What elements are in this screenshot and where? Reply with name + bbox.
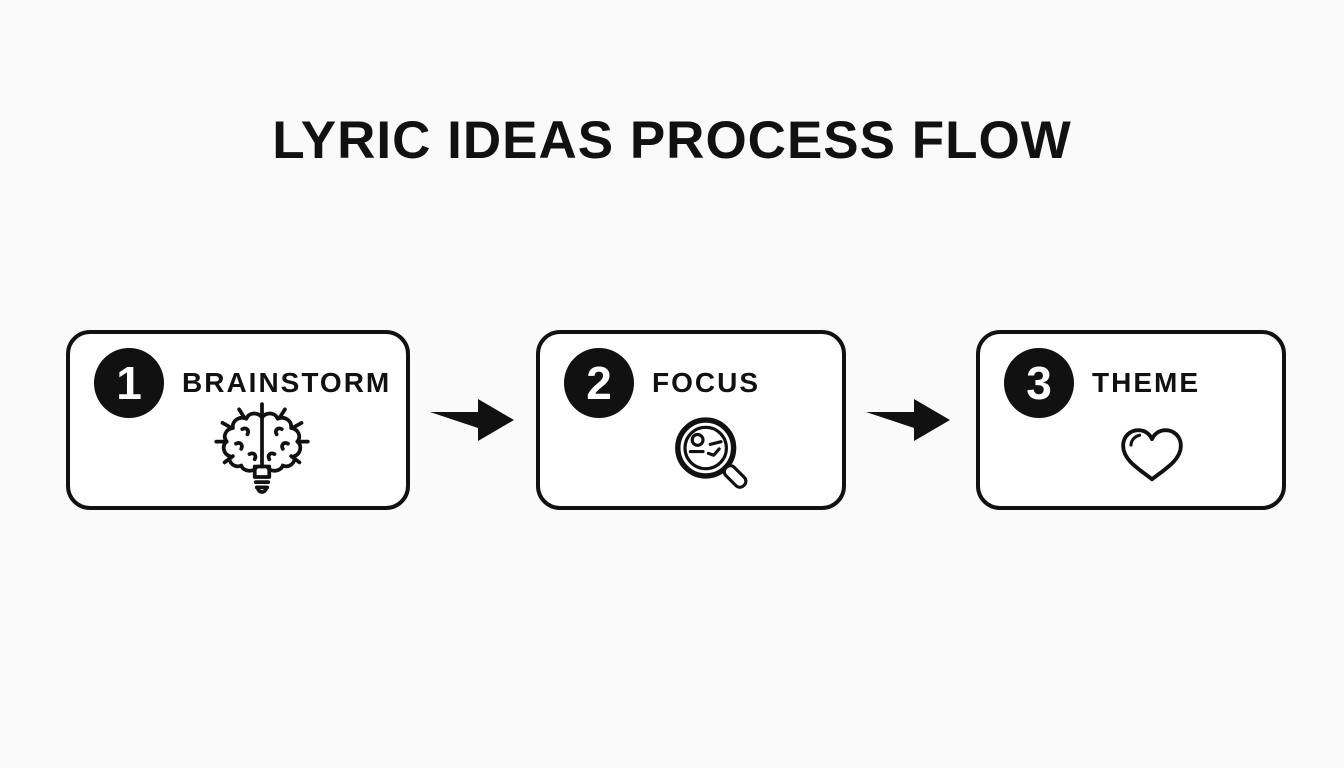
page-title: LYRIC IDEAS PROCESS FLOW — [272, 111, 1072, 170]
brain-lightbulb-icon — [210, 400, 314, 500]
arrow-right-icon — [430, 396, 514, 444]
step-label: THEME — [1092, 367, 1200, 398]
arrow-right-icon — [866, 396, 950, 444]
step-label: FOCUS — [652, 367, 760, 398]
step-label: BRAINSTORM — [182, 367, 392, 398]
magnifying-glass-icon — [667, 412, 757, 502]
step-number-badge: 3 — [1004, 348, 1074, 418]
step-number: 3 — [1026, 357, 1052, 409]
step-box-focus: 2 FOCUS — [536, 330, 846, 510]
step-number-badge: 1 — [94, 348, 164, 418]
step-box-theme: 3 THEME — [976, 330, 1286, 510]
step-number: 2 — [586, 357, 612, 409]
step-header: 1 BRAINSTORM — [94, 348, 391, 418]
step-header: 2 FOCUS — [564, 348, 760, 418]
heart-icon — [1113, 420, 1191, 489]
step-header: 3 THEME — [1004, 348, 1200, 418]
step-number-badge: 2 — [564, 348, 634, 418]
step-box-brainstorm: 1 BRAINSTORM — [66, 330, 410, 510]
step-number: 1 — [116, 357, 142, 409]
